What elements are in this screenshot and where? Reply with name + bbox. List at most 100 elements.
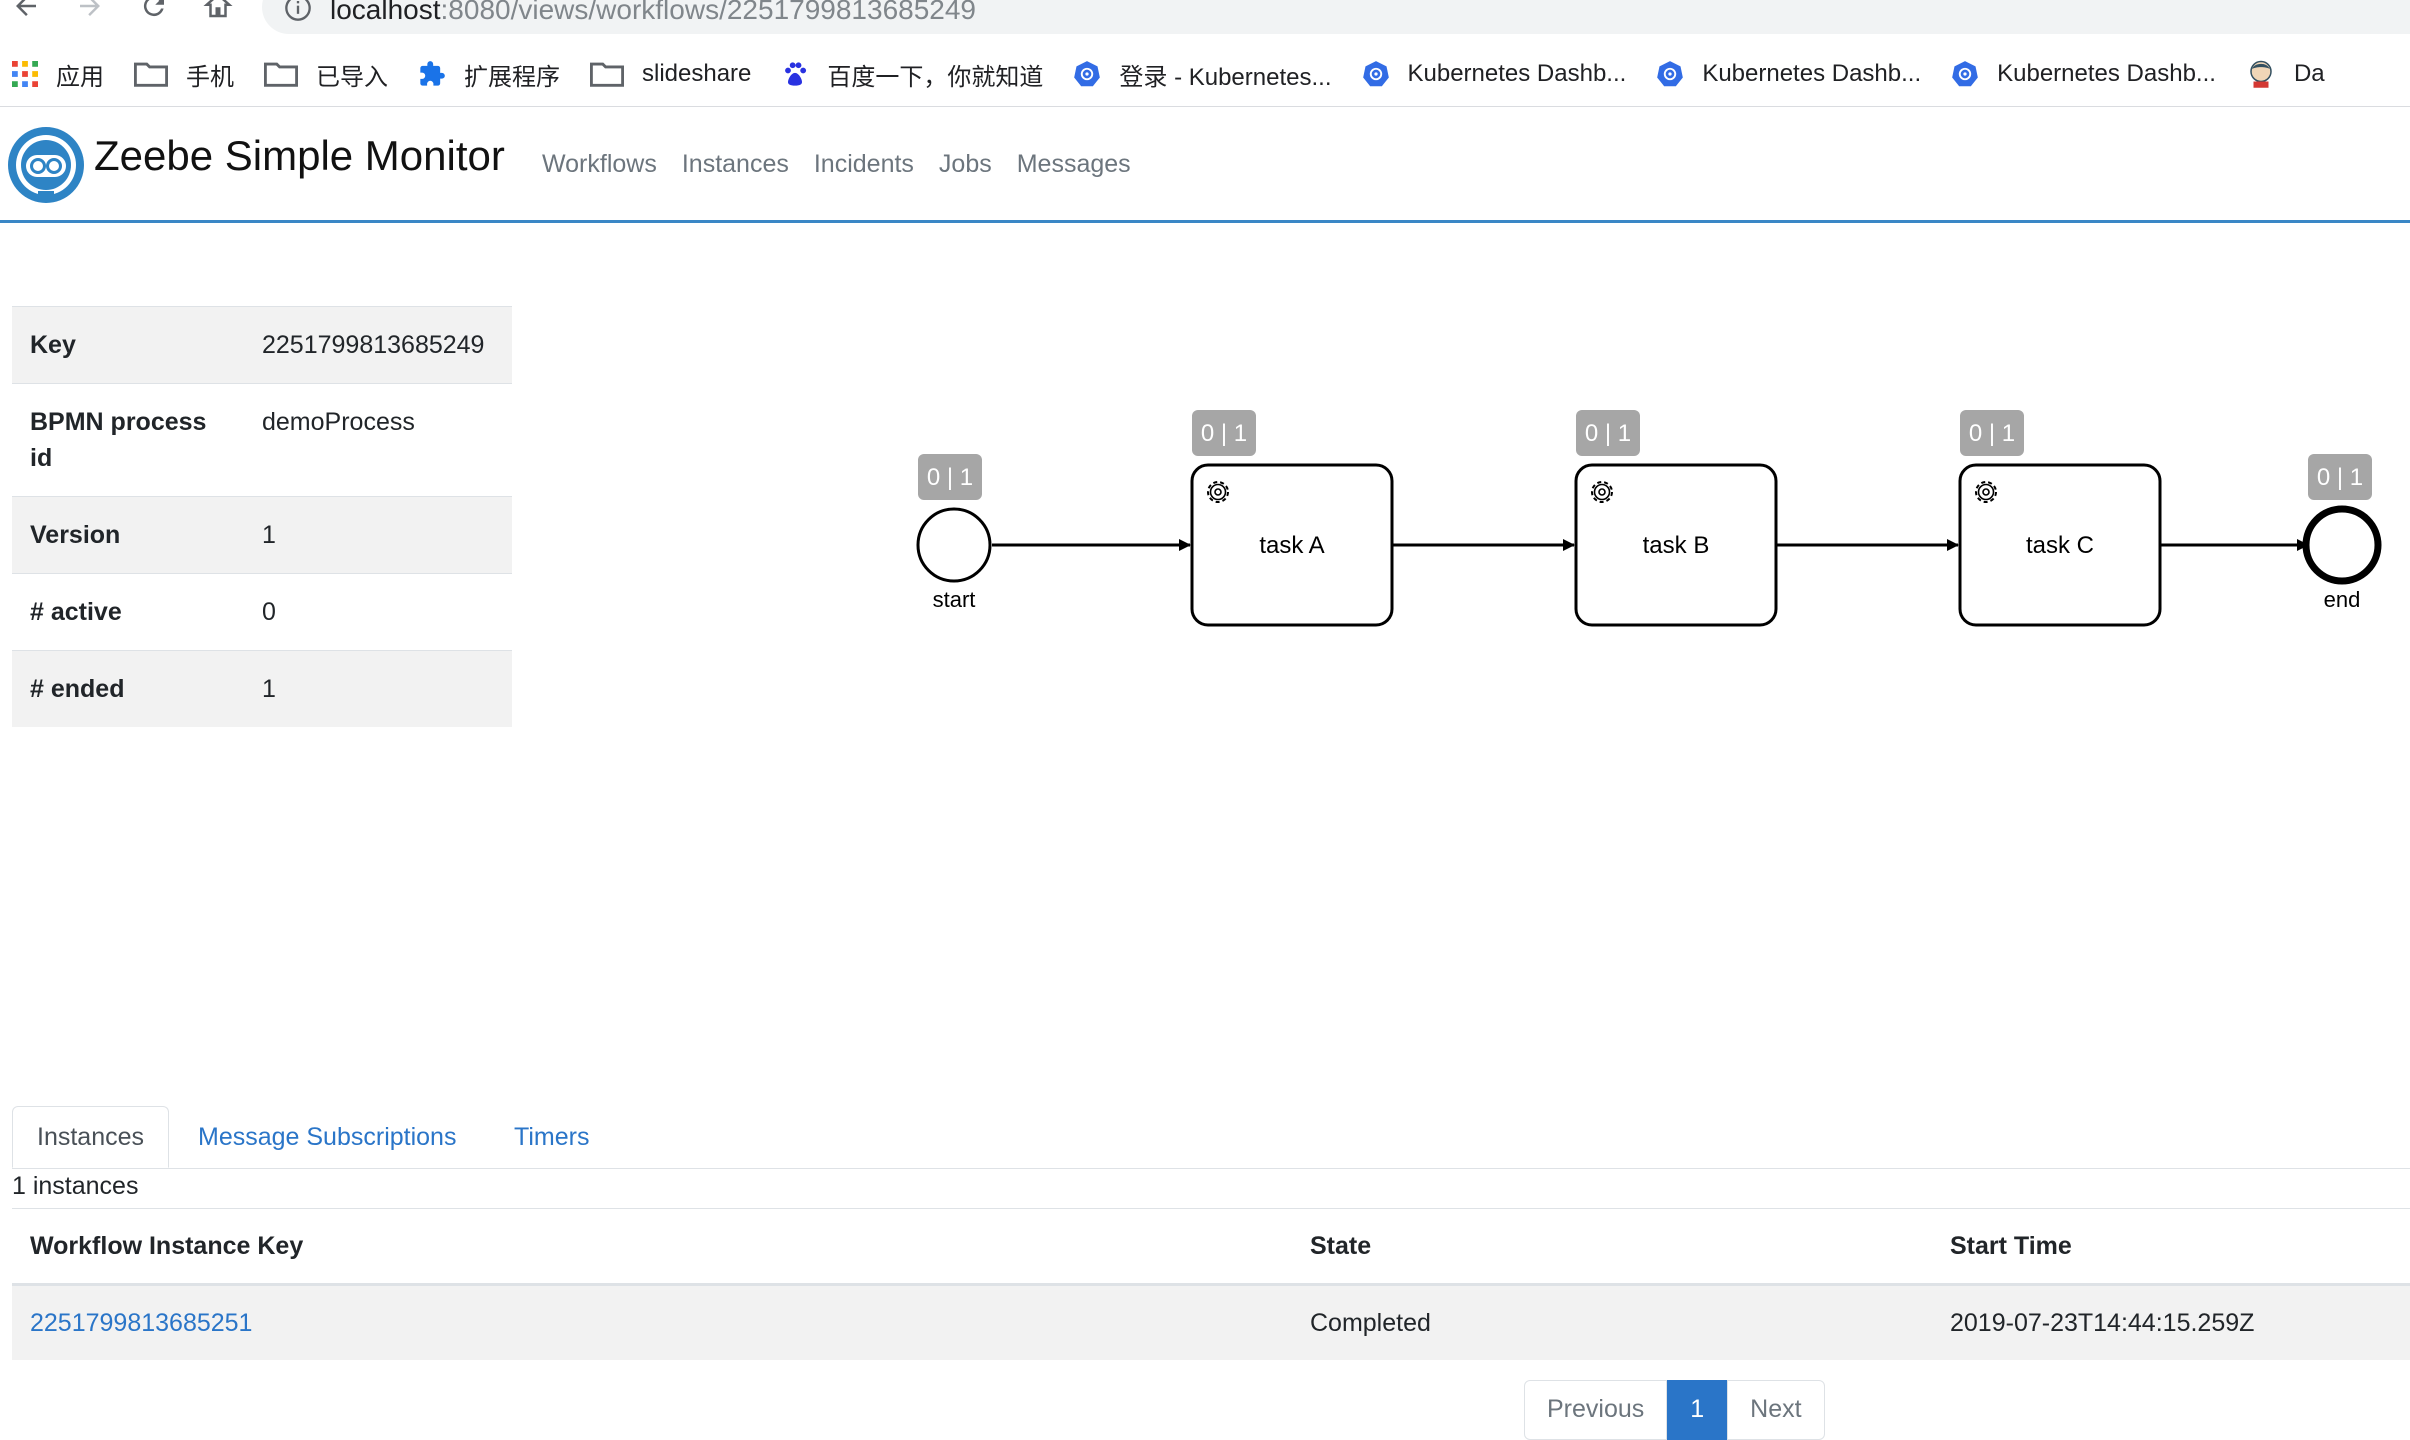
task-c-label: task C — [2026, 532, 2094, 559]
bookmark-folder-slideshare[interactable]: slideshare — [590, 60, 751, 88]
detail-row-version: Version 1 — [12, 496, 512, 574]
app-navbar: Zeebe Simple Monitor Workflows Instances… — [0, 108, 2410, 223]
url-text: localhost:8080/views/workflows/225179981… — [330, 0, 977, 25]
start-label: start — [933, 587, 976, 612]
jenkins-icon — [2250, 60, 2272, 88]
bookmark-folder-imported[interactable]: 已导入 — [264, 57, 388, 92]
tab-instances[interactable]: Instances — [12, 1106, 170, 1168]
detail-label: Key — [12, 306, 244, 384]
folder-icon — [590, 62, 624, 87]
task-b[interactable]: 0 | 1 task B — [1574, 410, 1778, 627]
detail-value: 1 — [244, 650, 512, 727]
instance-key-link[interactable]: 2251799813685251 — [30, 1308, 253, 1337]
bpmn-diagram[interactable]: 0 | 1 start 0 | 1 task A 0 | 1 task B 0 … — [900, 400, 2410, 640]
puzzle-icon — [420, 61, 445, 86]
arrow-left-icon — [16, 0, 36, 16]
detail-row-active: # active 0 — [12, 573, 512, 651]
bookmark-label: Kubernetes Dashb... — [1407, 60, 1627, 87]
main-nav: Workflows Instances Incidents Jobs Messa… — [542, 150, 1156, 179]
column-header-state[interactable]: State — [1292, 1208, 1932, 1286]
pagination-page-1[interactable]: 1 — [1667, 1380, 1728, 1440]
detail-label: # active — [12, 573, 244, 651]
bookmark-label: Kubernetes Dashb... — [1702, 60, 1922, 87]
brand-title[interactable]: Zeebe Simple Monitor — [94, 132, 505, 179]
bookmark-label: slideshare — [642, 60, 752, 87]
task-a-badge-text: 0 | 1 — [1201, 420, 1247, 447]
kubernetes-icon — [1952, 61, 1978, 87]
reload-button[interactable] — [134, 0, 174, 26]
apps-grid-icon — [12, 61, 38, 87]
bookmark-baidu[interactable]: 百度一下，你就知道 — [781, 57, 1043, 92]
task-c[interactable]: 0 | 1 task C — [1958, 410, 2162, 627]
workflow-details-table: Key 2251799813685249 BPMN process id dem… — [12, 306, 512, 727]
bookmark-label: 应用 — [56, 63, 104, 91]
folder-icon — [264, 62, 298, 87]
nav-incidents[interactable]: Incidents — [813, 150, 914, 178]
bookmark-apps[interactable]: 应用 — [12, 57, 104, 92]
detail-row-key: Key 2251799813685249 — [12, 306, 512, 384]
table-row: 2251799813685251 Completed 2019-07-23T14… — [12, 1284, 2410, 1360]
task-b-badge — [1576, 410, 1640, 456]
address-bar[interactable]: localhost:8080/views/workflows/225179981… — [262, 0, 2410, 34]
nav-instances[interactable]: Instances — [681, 150, 789, 178]
bookmark-k8s-dashboard-1[interactable]: Kubernetes Dashb... — [1362, 60, 1627, 88]
nav-messages[interactable]: Messages — [1016, 150, 1131, 178]
nav-workflows[interactable]: Workflows — [542, 150, 657, 178]
pagination: Previous 1 Next — [1524, 1380, 1825, 1440]
bookmark-label: 百度一下，你就知道 — [827, 63, 1044, 91]
kubernetes-icon — [1362, 61, 1389, 87]
back-button[interactable] — [6, 0, 46, 26]
bookmark-k8s-dashboard-2[interactable]: Kubernetes Dashb... — [1656, 60, 1921, 88]
task-b-badge-text: 0 | 1 — [1585, 420, 1631, 447]
bookmark-label: Da — [2293, 60, 2325, 87]
end-badge — [2308, 454, 2372, 500]
home-button[interactable] — [198, 0, 238, 26]
tab-timers[interactable]: Timers — [514, 1123, 590, 1151]
bookmark-folder-phone[interactable]: 手机 — [134, 57, 234, 92]
pagination-previous[interactable]: Previous — [1524, 1380, 1668, 1440]
detail-label: Version — [12, 496, 244, 574]
end-event[interactable]: 0 | 1 end — [2302, 454, 2382, 612]
start-event[interactable]: 0 | 1 start — [916, 454, 992, 612]
baidu-paw-icon — [785, 62, 807, 86]
home-icon — [203, 0, 233, 18]
bookmark-label: 登录 - Kubernetes... — [1119, 63, 1332, 91]
detail-row-ended: # ended 1 — [12, 650, 512, 727]
bookmark-jenkins[interactable]: Da — [2246, 59, 2325, 89]
tab-message-subscriptions[interactable]: Message Subscriptions — [198, 1123, 457, 1151]
instances-count: 1 instances — [12, 1172, 139, 1200]
bookmarks-bar: 应用 手机 已导入 扩展程序 slideshare 百度一下，你就知道 登录 -… — [0, 42, 2410, 107]
bookmark-k8s-login[interactable]: 登录 - Kubernetes... — [1073, 57, 1332, 92]
bookmark-extensions[interactable]: 扩展程序 — [418, 57, 560, 92]
kubernetes-icon — [1657, 61, 1684, 87]
table-header: Workflow Instance Key State Start Time — [12, 1208, 2410, 1286]
reload-icon — [143, 0, 164, 17]
kubernetes-icon — [1074, 61, 1101, 87]
start-badge — [918, 454, 982, 500]
instances-table: Workflow Instance Key State Start Time 2… — [12, 1208, 2410, 1360]
bookmark-label: 扩展程序 — [464, 63, 560, 91]
arrow-right-icon — [80, 0, 100, 16]
bookmark-k8s-dashboard-3[interactable]: Kubernetes Dashb... — [1951, 60, 2216, 88]
instance-state-cell: Completed — [1292, 1284, 1932, 1360]
column-header-instance-key[interactable]: Workflow Instance Key — [12, 1208, 1292, 1286]
pagination-next[interactable]: Next — [1727, 1380, 1825, 1440]
start-badge-text: 0 | 1 — [927, 464, 973, 491]
tab-bar: Instances Message Subscriptions Timers — [12, 1106, 2410, 1169]
detail-row-bpmn-process-id: BPMN process id demoProcess — [12, 383, 512, 497]
task-a[interactable]: 0 | 1 task A — [1190, 410, 1394, 627]
folder-icon — [134, 62, 168, 87]
column-header-start-time[interactable]: Start Time — [1932, 1208, 2410, 1286]
end-label: end — [2324, 587, 2361, 612]
detail-label: BPMN process id — [12, 383, 244, 497]
zeebe-logo-icon[interactable] — [6, 125, 86, 205]
instance-start-time-cell: 2019-07-23T14:44:15.259Z — [1932, 1284, 2410, 1360]
end-badge-text: 0 | 1 — [2317, 464, 2363, 491]
detail-value: 2251799813685249 — [244, 306, 512, 384]
task-a-badge — [1192, 410, 1256, 456]
browser-toolbar: localhost:8080/views/workflows/225179981… — [0, 0, 2410, 42]
detail-value: 1 — [244, 496, 512, 574]
detail-value: 0 — [244, 573, 512, 651]
forward-button[interactable] — [70, 0, 110, 26]
nav-jobs[interactable]: Jobs — [938, 150, 992, 178]
